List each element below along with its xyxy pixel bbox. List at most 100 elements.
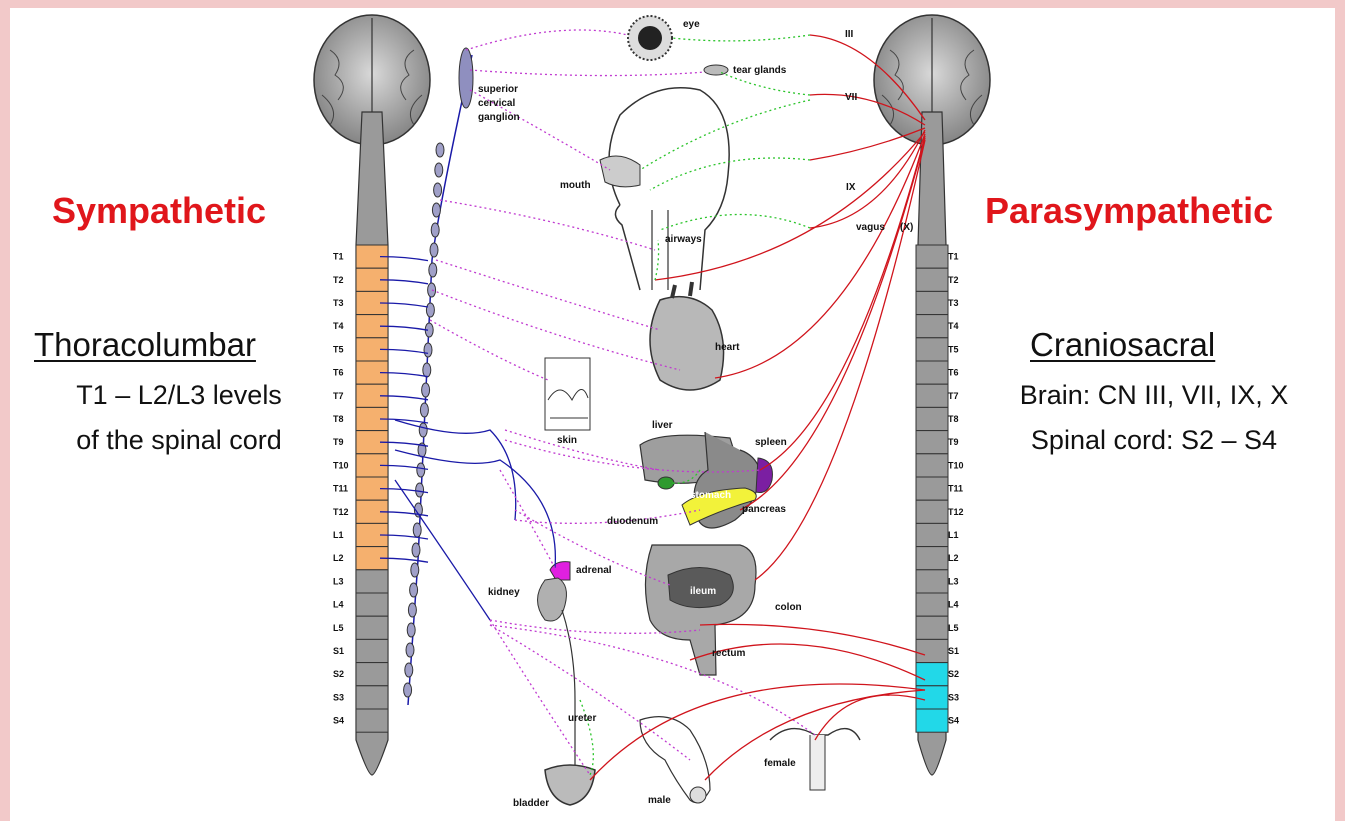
label-colon: colon (775, 602, 802, 613)
label-ileum: ileum (690, 586, 716, 597)
parasympathetic-segment-label-l4: L4 (948, 600, 959, 610)
sympathetic-segment-s3 (356, 686, 388, 709)
parasympathetic-spinal-cord: T1T2T3T4T5T6T7T8T9T10T11T12L1L2L3L4L5S1S… (916, 112, 964, 775)
label-ureter: ureter (568, 713, 596, 724)
label-superior-ganglion-3: ganglion (478, 112, 520, 123)
sympathetic-segment-label-t7: T7 (333, 391, 344, 401)
parasympathetic-preganglionic-fiber (655, 132, 925, 280)
sympathetic-segment-label-t12: T12 (333, 507, 349, 517)
label-kidney: kidney (488, 587, 520, 598)
chain-ganglion (406, 643, 414, 657)
label-female: female (764, 758, 796, 769)
sympathetic-segment-label-s4: S4 (333, 716, 344, 726)
chain-ganglion (413, 523, 421, 537)
sympathetic-segment-label-l5: L5 (333, 623, 344, 633)
sympathetic-segment-l3 (356, 570, 388, 593)
chain-ganglion (420, 403, 428, 417)
chain-ganglion (407, 623, 415, 637)
parasympathetic-segment-label-t3: T3 (948, 298, 959, 308)
skin-organ (545, 358, 590, 430)
label-cn7: VII (845, 92, 857, 103)
parasympathetic-segment-t4 (916, 315, 948, 338)
parasympathetic-segment-label-l2: L2 (948, 553, 959, 563)
sympathetic-postganglionic-fiber (436, 260, 660, 330)
parasympathetic-segment-l2 (916, 547, 948, 570)
parasympathetic-segment-label-t1: T1 (948, 252, 959, 262)
label-spleen: spleen (755, 437, 787, 448)
label-pancreas: pancreas (742, 504, 786, 515)
parasympathetic-segment-label-s4: S4 (948, 716, 959, 726)
sympathetic-segment-label-l4: L4 (333, 600, 344, 610)
sympathetic-spinal-cord: T1T2T3T4T5T6T7T8T9T10T11T12L1L2L3L4L5S1S… (333, 112, 388, 775)
label-bladder: bladder (513, 798, 549, 809)
chain-ganglion (410, 583, 418, 597)
chain-ganglion (419, 423, 427, 437)
sympathetic-segment-label-t3: T3 (333, 298, 344, 308)
chain-ganglion (416, 483, 424, 497)
tear-glands-organ (704, 65, 728, 75)
parasympathetic-segment-t1 (916, 245, 948, 268)
sympathetic-postganglionic-fiber (466, 30, 628, 50)
chain-ganglion (405, 663, 413, 677)
chain-ganglion (412, 543, 420, 557)
parasympathetic-division-title: Craniosacral (1030, 326, 1215, 364)
label-eye: eye (683, 19, 700, 30)
sympathetic-segment-l5 (356, 616, 388, 639)
parasympathetic-postganglionic-fiber (655, 240, 659, 280)
parasympathetic-description-line-2: Spinal cord: S2 – S4 (968, 423, 1340, 457)
chain-ganglion (435, 163, 443, 177)
chain-ganglion (430, 243, 438, 257)
bladder-organ (545, 765, 595, 805)
sympathetic-postganglionic-fiber (505, 430, 660, 470)
parasympathetic-segment-label-t5: T5 (948, 344, 959, 354)
chain-ganglion (426, 303, 434, 317)
sympathetic-segment-label-l1: L1 (333, 530, 344, 540)
parasympathetic-segment-label-t7: T7 (948, 391, 959, 401)
label-superior-ganglion-1: superior (478, 84, 518, 95)
parasympathetic-segment-l1 (916, 523, 948, 546)
parasympathetic-segment-t2 (916, 268, 948, 291)
label-superior-ganglion-2: cervical (478, 98, 515, 109)
parasympathetic-segment-label-t6: T6 (948, 368, 959, 378)
parasympathetic-segment-label-t9: T9 (948, 437, 959, 447)
heart-organ (650, 282, 724, 390)
label-airways: airways (665, 234, 702, 245)
sympathetic-title: Sympathetic (52, 190, 266, 232)
parasympathetic-preganglionic-fiber (590, 684, 925, 780)
chain-ganglion (436, 143, 444, 157)
parasympathetic-postganglionic-fiber (672, 35, 810, 41)
sympathetic-segment-label-t11: T11 (333, 484, 348, 494)
sympathetic-segment-s1 (356, 639, 388, 662)
parasympathetic-segment-label-s3: S3 (948, 692, 959, 702)
parasympathetic-segment-t11 (916, 477, 948, 500)
sympathetic-segment-label-t4: T4 (333, 321, 344, 331)
sympathetic-division-title: Thoracolumbar (34, 326, 256, 364)
parasympathetic-preganglionic-fiber (760, 136, 925, 470)
splanchnic-nerve (395, 420, 516, 520)
nerve-pathways (380, 30, 925, 780)
sympathetic-segment-s2 (356, 663, 388, 686)
label-skin: skin (557, 435, 577, 446)
kidney-organ (538, 578, 576, 770)
splanchnic-nerve (395, 480, 490, 620)
parasympathetic-postganglionic-fiber (640, 100, 810, 170)
chain-ganglion (432, 203, 440, 217)
superior-cervical-ganglion-shape (459, 48, 473, 108)
parasympathetic-segment-label-t10: T10 (948, 460, 964, 470)
parasympathetic-segment-s4 (916, 709, 948, 732)
parasympathetic-segment-t9 (916, 431, 948, 454)
sympathetic-segment-s4 (356, 709, 388, 732)
parasympathetic-segment-label-t12: T12 (948, 507, 964, 517)
parasympathetic-title: Parasympathetic (985, 190, 1273, 232)
parasympathetic-segment-t3 (916, 291, 948, 314)
label-liver: liver (652, 420, 673, 431)
parasympathetic-segment-label-l3: L3 (948, 576, 959, 586)
label-heart: heart (715, 342, 740, 353)
parasympathetic-segment-label-t2: T2 (948, 275, 959, 285)
sympathetic-segment-label-s1: S1 (333, 646, 344, 656)
parasympathetic-segment-l5 (916, 616, 948, 639)
parasympathetic-segment-label-t11: T11 (948, 484, 963, 494)
sympathetic-segment-label-l3: L3 (333, 576, 344, 586)
parasympathetic-segment-label-t8: T8 (948, 414, 959, 424)
label-cn3: III (845, 29, 854, 40)
